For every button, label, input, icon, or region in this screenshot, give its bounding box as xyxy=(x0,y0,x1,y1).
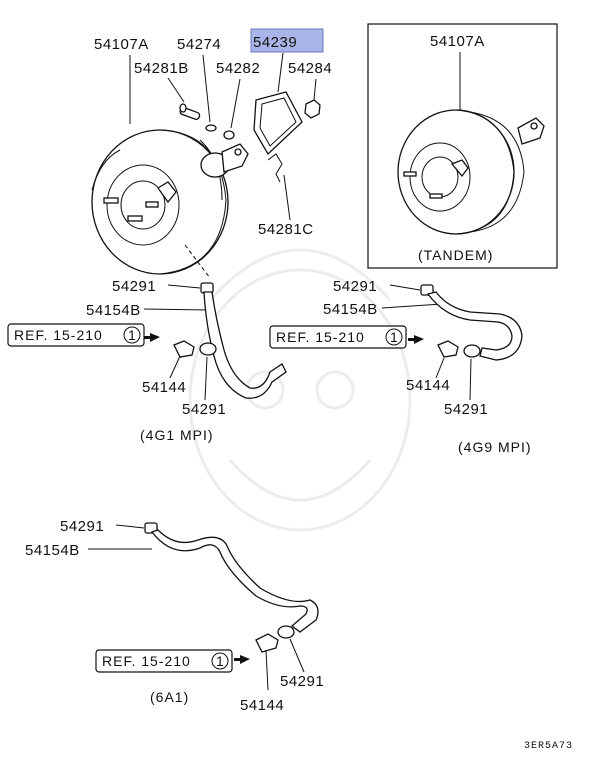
a1-ref-num: 1 xyxy=(216,653,225,669)
label-g1-valve: 54144 xyxy=(142,379,186,396)
a1-ref-box[interactable]: REF. 15-210 1 xyxy=(95,649,233,673)
g1-ref-box[interactable]: REF. 15-210 1 xyxy=(7,323,145,347)
leader-pin xyxy=(167,77,185,103)
a1-clamp-top[interactable] xyxy=(144,522,158,534)
g1-ref-num: 1 xyxy=(128,327,137,343)
label-g1-clamp-bottom: 54291 xyxy=(182,401,226,418)
pin-part[interactable] xyxy=(179,103,201,120)
label-g9-variant: (4G9 MPI) xyxy=(458,439,532,455)
label-pin: 54281B xyxy=(134,60,189,77)
label-g9-hose: 54154B xyxy=(323,301,378,318)
watermark-logo xyxy=(188,248,412,532)
leader-a1-clamp-top xyxy=(115,524,145,529)
leader-g9-hose xyxy=(381,303,443,309)
g9-ref-num: 1 xyxy=(390,329,399,345)
label-g1-hose: 54154B xyxy=(86,302,141,319)
label-a1-clamp-bottom: 54291 xyxy=(280,673,324,690)
highlight-box xyxy=(250,28,324,53)
a1-vacuum-hose[interactable] xyxy=(150,529,319,633)
g1-clamp-bottom[interactable] xyxy=(199,342,217,356)
g1-check-valve[interactable] xyxy=(173,340,195,358)
g9-ref-text: REF. 15-210 xyxy=(276,329,365,345)
label-g9-clamp-top: 54291 xyxy=(333,278,377,295)
label-a1-hose: 54154B xyxy=(25,542,80,559)
g9-arrow-icon xyxy=(408,335,424,344)
a1-clamp-bottom[interactable] xyxy=(277,625,295,639)
brake-booster-main[interactable] xyxy=(91,129,249,275)
label-g9-clamp-bottom: 54291 xyxy=(444,401,488,418)
leader-g9-clamp-bottom xyxy=(469,358,472,401)
g9-ref-box[interactable]: REF. 15-210 1 xyxy=(269,325,407,349)
leader-g9-valve xyxy=(435,357,445,379)
leader-a1-valve xyxy=(265,649,269,691)
label-g1-clamp-top: 54291 xyxy=(112,278,156,295)
label-a1-variant: (6A1) xyxy=(150,689,189,705)
a1-check-valve[interactable] xyxy=(255,633,279,653)
label-clip: 54281C xyxy=(258,221,314,238)
washer-part[interactable] xyxy=(205,124,217,132)
nut-part[interactable] xyxy=(304,99,321,119)
g9-clamp-top[interactable] xyxy=(420,284,434,296)
g9-check-valve[interactable] xyxy=(437,340,459,358)
label-a1-clamp-top: 54291 xyxy=(60,518,104,535)
leader-g1-clamp-bottom xyxy=(204,356,208,401)
label-tandem-booster: 54107A xyxy=(430,33,485,50)
leader-g1-clamp-top xyxy=(167,284,201,289)
leader-g9-clamp-top xyxy=(389,284,421,291)
a1-ref-text: REF. 15-210 xyxy=(102,653,191,669)
g9-vacuum-hose[interactable] xyxy=(426,291,523,361)
g1-vacuum-hose[interactable] xyxy=(203,291,287,399)
g9-clamp-bottom[interactable] xyxy=(463,344,481,358)
label-a1-valve: 54144 xyxy=(240,697,284,714)
label-washer: 54274 xyxy=(177,36,221,53)
figure-code: 3ER5A73 xyxy=(524,741,573,752)
label-g1-variant: (4G1 MPI) xyxy=(140,427,214,443)
label-g9-valve: 54144 xyxy=(406,377,450,394)
label-gasket[interactable]: 54239 xyxy=(253,34,297,51)
oring-part[interactable] xyxy=(223,130,235,140)
leader-nut xyxy=(313,78,317,101)
leader-g1-hose xyxy=(143,308,209,311)
label-tandem: (TANDEM) xyxy=(418,247,493,263)
brake-booster-tandem[interactable] xyxy=(397,109,545,235)
label-nut: 54284 xyxy=(288,60,332,77)
leader-a1-clamp-bottom xyxy=(289,638,305,673)
leader-oring xyxy=(230,78,241,129)
label-booster-a: 54107A xyxy=(94,36,149,53)
g1-ref-text: REF. 15-210 xyxy=(14,327,103,343)
leader-gasket xyxy=(277,52,284,93)
leader-clip xyxy=(283,174,291,221)
clip-part[interactable] xyxy=(267,153,283,183)
gasket-part[interactable] xyxy=(253,91,303,156)
leader-g1-valve xyxy=(169,355,181,379)
leader-washer xyxy=(202,54,211,123)
a1-arrow-icon xyxy=(234,655,250,664)
tandem-box xyxy=(367,23,558,269)
label-oring: 54282 xyxy=(216,60,260,77)
g1-arrow-icon xyxy=(144,333,160,342)
